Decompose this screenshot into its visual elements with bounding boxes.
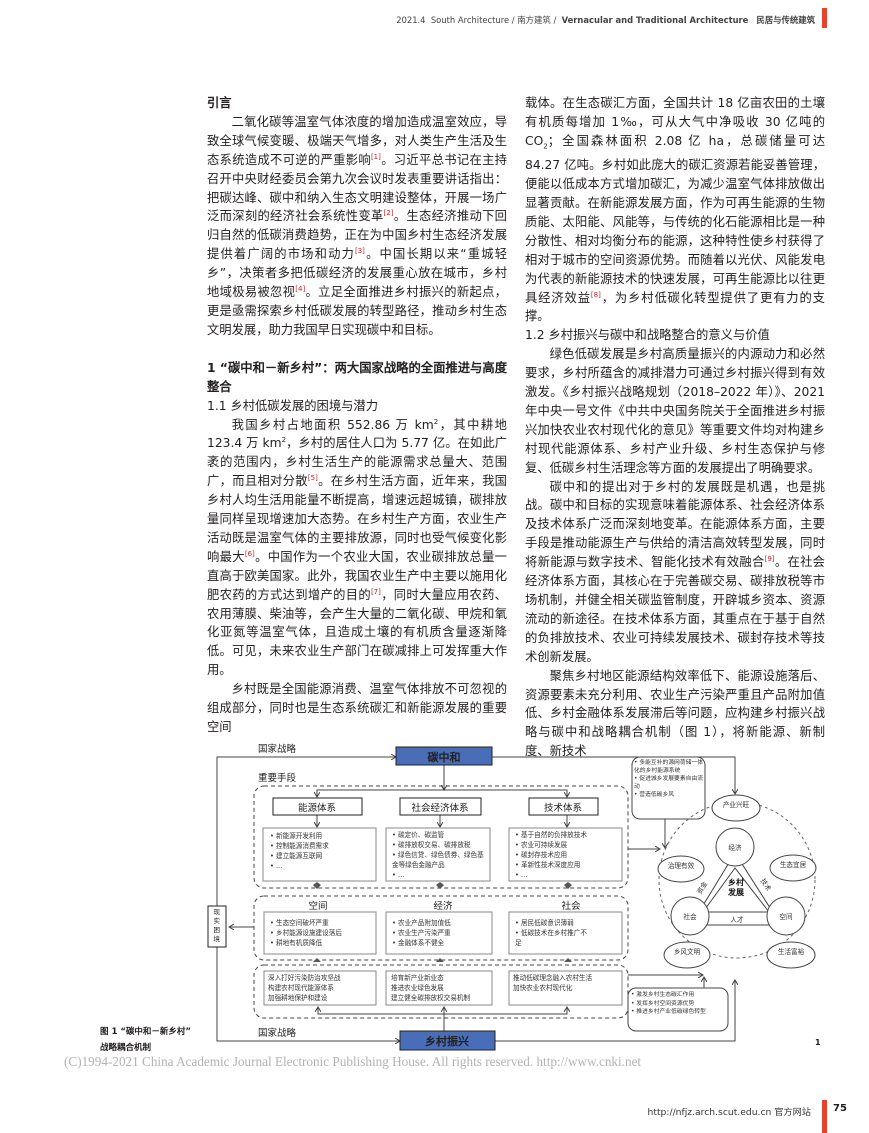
issue: 2021.4 bbox=[396, 15, 426, 25]
header-red-bar bbox=[822, 8, 827, 28]
arrow-up-icon bbox=[313, 958, 321, 962]
left-column: 引言 二氧化碳等温室气体浓度的增加造成温室效应，导致全球气候变暖、极端天气增多，… bbox=[207, 94, 507, 737]
measure-item: 建立健全碳排放权交易机制 bbox=[391, 993, 471, 1002]
rural-revitalization-box bbox=[399, 1030, 496, 1051]
national-strategy-label: 国家战略 bbox=[258, 1027, 297, 1039]
measure-item: 推动低碳理念融入农村生活 bbox=[513, 973, 593, 982]
bullet-item: • 生态空间破坏严重 bbox=[270, 918, 329, 927]
bullet-item: • 农业可持续发展 bbox=[515, 840, 568, 849]
bullet-item: • ... bbox=[515, 871, 527, 879]
dilemma-title: 社会 bbox=[561, 900, 581, 912]
goal-label: 产业兴旺 bbox=[722, 801, 750, 809]
measure-item: 加强耕地保护和建设 bbox=[268, 993, 328, 1002]
footer-site-label: 官方网站 bbox=[774, 1107, 811, 1118]
bullet-item: • 革新性技术深度应用 bbox=[515, 860, 580, 869]
edge-label: 技术 bbox=[759, 877, 774, 893]
rural-revitalization-label: 乡村振兴 bbox=[425, 1034, 469, 1048]
copyright-watermark: (C)1994-2021 China Academic Journal Elec… bbox=[64, 1054, 642, 1069]
bullet-item: • 碳定价、碳监管 bbox=[392, 830, 445, 839]
bullet-item: • 绿色信贷、绿色债券、绿色基金等绿色金融产品 bbox=[392, 851, 484, 869]
bullet-item: • ... bbox=[270, 862, 282, 870]
figure-mark: 1 bbox=[815, 1038, 821, 1047]
section-1-2-heading: 1.2 乡村振兴与碳中和战略整合的意义与价值 bbox=[525, 328, 770, 343]
running-header: 2021.4 South Architecture / 南方建筑 / Verna… bbox=[396, 15, 815, 25]
paragraph: 我国乡村占地面积 552.86 万 km2，其中耕地 123.4 万 km2，乡… bbox=[207, 417, 507, 678]
intro-heading: 引言 bbox=[207, 96, 232, 110]
journal-en: South Architecture bbox=[430, 15, 510, 25]
bottom-right-box: • 激发乡村生态碳汇作用• 发挥乡村空间资源优势• 推进乡村产业低碳绿色转型 bbox=[631, 992, 706, 1015]
dilemma-title: 经济 bbox=[433, 900, 453, 912]
arrow-up-icon bbox=[436, 958, 444, 962]
top-right-box: • 多能互补的源网荷储一体化的乡村能源系统• 促进城乡发展要素自由流动• 营造低… bbox=[634, 760, 704, 798]
right-column: 载体。在生态碳汇方面，全国共计 18 亿亩农田的土壤有机质每增加 1‰，可从大气… bbox=[525, 94, 825, 761]
footer-url[interactable]: http://nfjz.arch.scut.edu.cn bbox=[647, 1107, 772, 1118]
page-number: 75 bbox=[833, 1103, 847, 1114]
paragraph: 聚焦乡村地区能源结构效率低下、能源设施落后、资源要素未充分利用、农业生产污染严重… bbox=[525, 668, 825, 759]
caption-line: 战略耦合机制 bbox=[100, 1043, 152, 1053]
bullet-item: • 基于自然的负排放技术 bbox=[515, 830, 587, 839]
bullet-item: • 金融体系不健全 bbox=[392, 938, 445, 947]
goal-label: 生活富裕 bbox=[777, 948, 805, 956]
system-title: 能源体系 bbox=[298, 802, 336, 814]
dilemma-title: 空间 bbox=[308, 900, 327, 912]
measure-item: 深入打好污染防治攻坚战 bbox=[268, 973, 341, 982]
paragraph: 载体。在生态碳汇方面，全国共计 18 亿亩农田的土壤有机质每增加 1‰，可从大气… bbox=[525, 96, 825, 324]
section-1-1-heading: 1.1 乡村低碳发展的困境与潜力 bbox=[207, 398, 379, 413]
system-title: 社会经济体系 bbox=[411, 802, 468, 814]
paragraph: 乡村既是全国能源消费、温室气体排放不可忽视的组成部分，同时也是生态系统碳汇和新能… bbox=[207, 682, 507, 734]
bullet-item: • 乡村能源设施建设落后 bbox=[270, 928, 342, 937]
paragraph: 绿色低碳发展是乡村高质量振兴的内源动力和必然要求，乡村所蕴含的减排潜力可通过乡村… bbox=[525, 347, 825, 475]
carbon-neutral-label: 碳中和 bbox=[428, 750, 461, 764]
bullet-item: • 建立能源互联网 bbox=[270, 851, 323, 860]
arrow-up-icon bbox=[564, 958, 572, 962]
paragraph: 碳中和的提出对于乡村的发展既是机遇，也是挑战。碳中和目标的实现意味着能源体系、社… bbox=[525, 479, 825, 664]
arrow-down-icon bbox=[564, 882, 572, 889]
section-en: Vernacular and Traditional Architecture bbox=[561, 15, 749, 25]
measure-item: 构建农村现代能源体系 bbox=[268, 983, 334, 992]
goal-label: 治理有效 bbox=[667, 862, 695, 870]
node-label: 空间 bbox=[779, 912, 793, 921]
measure-item: 培育新产业新业态 bbox=[391, 973, 444, 982]
bullet-item: • ... bbox=[392, 871, 404, 879]
bullet-item: • 控制能源消费需求 bbox=[270, 841, 329, 850]
key-means-label: 重要手段 bbox=[258, 772, 297, 784]
node-label: 经济 bbox=[728, 843, 742, 852]
bullet-item: • 居民低碳意识薄弱 bbox=[515, 918, 574, 927]
section-1-heading: 1 “碳中和－新乡村”：两大国家战略的全面推进与高度整合 bbox=[207, 360, 507, 394]
center-label: 乡村发展 bbox=[728, 878, 744, 897]
journal-cn: 南方建筑 bbox=[517, 15, 551, 25]
intro-paragraph: 二氧化碳等温室气体浓度的增加造成温室效应，导致全球气候变暖、极端天气增多，对人类… bbox=[207, 114, 507, 337]
footer: http://nfjz.arch.scut.edu.cn 官方网站 bbox=[648, 1104, 811, 1118]
bullet-item: • 农业产品附加值低 bbox=[392, 918, 451, 927]
bullet-item: • 农业生产污染严重 bbox=[392, 928, 451, 937]
node-label: 社会 bbox=[683, 912, 697, 921]
carbon-neutral-box bbox=[395, 746, 493, 766]
arrow-down-icon bbox=[436, 882, 444, 889]
reality-dilemma-label: 现实困境 bbox=[213, 908, 221, 943]
goal-label: 生态宜居 bbox=[779, 861, 807, 869]
figure-caption: 图 1 “碳中和－新乡村” 战略耦合机制 bbox=[100, 1024, 191, 1056]
measure-item: 推进农业绿色发展 bbox=[391, 983, 444, 992]
section-cn: 民居与传统建筑 bbox=[756, 15, 815, 25]
edge-label: 资金 bbox=[695, 879, 710, 895]
edge-label: 人才 bbox=[730, 915, 744, 924]
bullet-item: • 低碳技术在乡村推广不足 bbox=[515, 929, 587, 947]
national-strategy-label: 国家战略 bbox=[258, 743, 297, 755]
measure-item: 加快农业农村现代化 bbox=[513, 983, 573, 992]
caption-line: 图 1 “碳中和－新乡村” bbox=[100, 1027, 192, 1037]
goal-label: 乡风文明 bbox=[673, 948, 701, 956]
footer-red-bar bbox=[822, 1100, 827, 1133]
system-title: 技术体系 bbox=[544, 802, 582, 814]
bullet-item: • 新能源开发利用 bbox=[270, 831, 322, 840]
bullet-item: • 碳排放权交易、碳排放税 bbox=[392, 840, 471, 849]
bullet-item: • 耕地有机质降低 bbox=[270, 938, 323, 947]
arrow-down-icon bbox=[313, 882, 321, 889]
bullet-item: • 碳封存技术应用 bbox=[515, 850, 567, 859]
